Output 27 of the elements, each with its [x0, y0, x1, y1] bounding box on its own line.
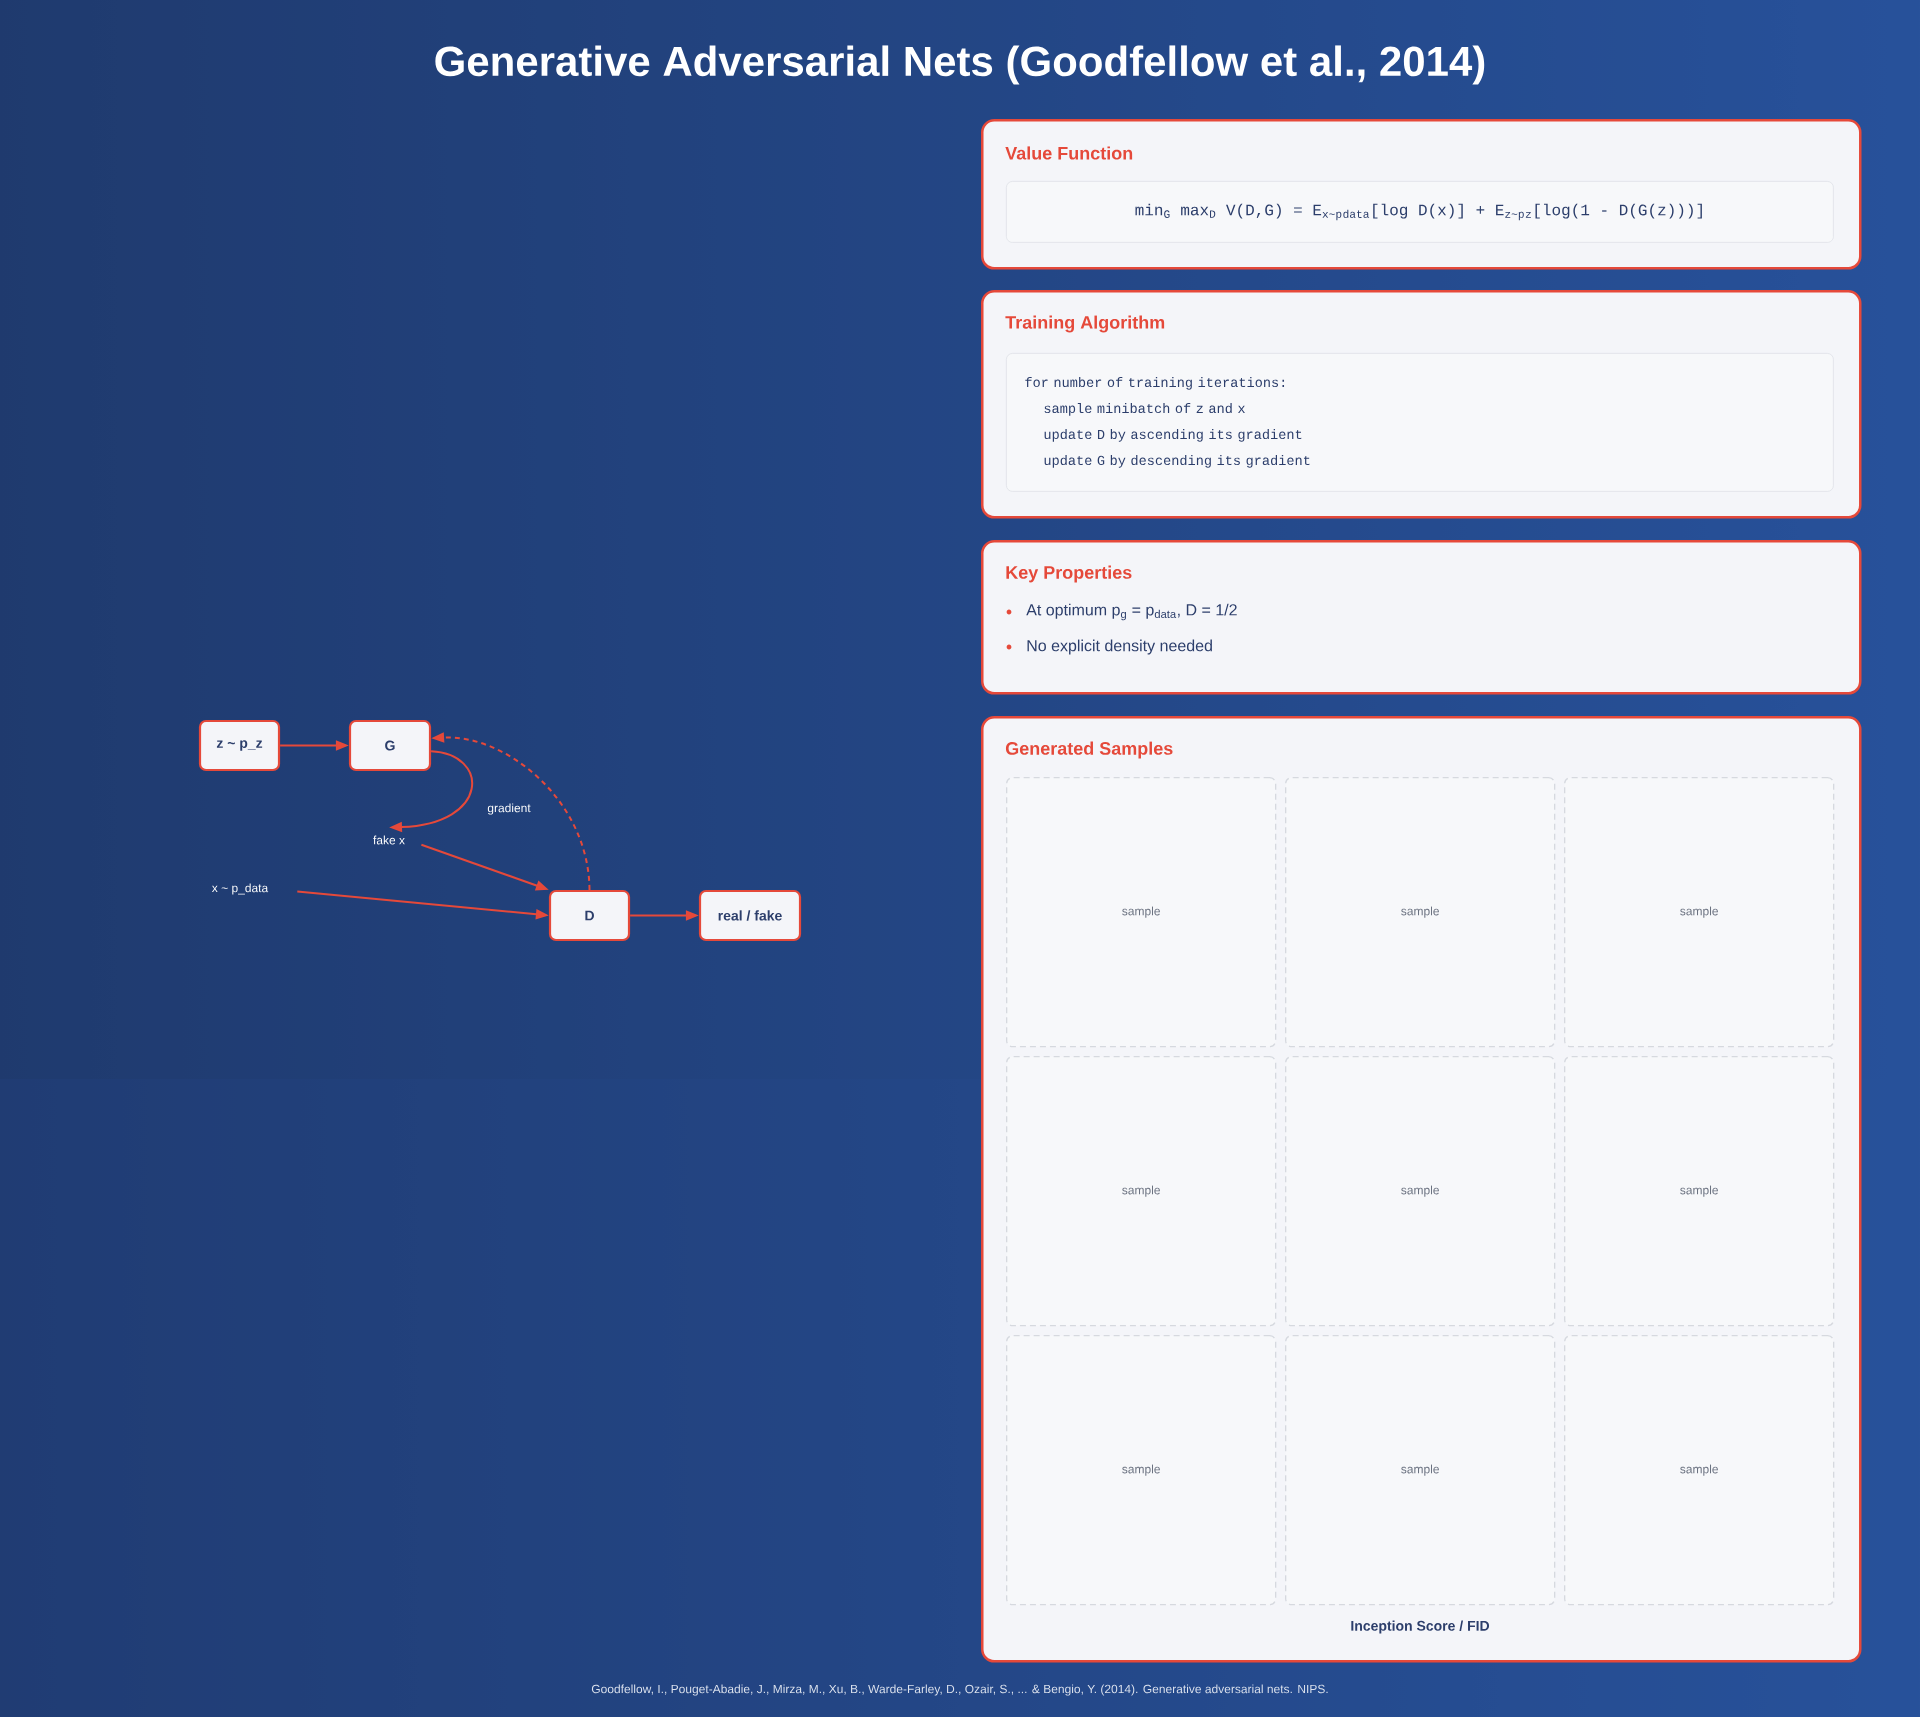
image-field: sample	[1006, 777, 1277, 1048]
card-heading: Training Algorithm	[1005, 315, 1165, 333]
image-field: sample	[1006, 1056, 1277, 1327]
card-heading: Generated Samples	[1005, 741, 1173, 759]
list-item: At optimum p$_{g}$ = p$_{data}$, D = 1/2	[1026, 603, 1237, 621]
list-item: No explicit density needed	[1027, 639, 1212, 655]
card-heading: Key Properties	[1006, 565, 1132, 583]
signal-label: x ~ p_data	[211, 883, 269, 895]
process-box: real / fake	[698, 889, 802, 942]
process-box: G	[348, 719, 432, 772]
citation: Goodfellow, I., Pouget-Abadie, J., Mirza, M., Xu, B., Warde-Farley, D., Ozair, S., ... & Bengio, Y. (2014). Generative adversarial nets. NIPS.	[591, 1684, 1328, 1696]
image-field: sample	[1564, 1335, 1835, 1606]
image-field: sample	[1285, 777, 1556, 1048]
code-block: for number of training iterations: sample minibatch of z and x update D by ascending its gradient update G by descending its gradient	[1006, 353, 1834, 492]
edge-label: gradient	[487, 803, 531, 815]
signal-label: fake x	[373, 835, 405, 845]
image-field: sample	[1564, 777, 1835, 1048]
image-field: sample	[1285, 1335, 1556, 1606]
process-box: z ~ p_z	[198, 719, 281, 772]
image-field: sample	[1285, 1056, 1556, 1327]
title: Generative Adversarial Nets (Goodfellow et al., 2014)	[435, 45, 1485, 85]
process-box: D	[548, 889, 631, 942]
card-heading: Value Function	[1005, 146, 1133, 160]
formula-box: min$_{G}$ max$_{D}$ V(D,G) = E$_{x~pdata}$[log D(x)] + E$_{z~pz}$[log(1 - D(G(z)))]	[1006, 181, 1834, 243]
grid-caption: Inception Score / FID	[1351, 1620, 1490, 1634]
image-field: sample	[1564, 1056, 1835, 1327]
image-field: sample	[1006, 1335, 1277, 1606]
